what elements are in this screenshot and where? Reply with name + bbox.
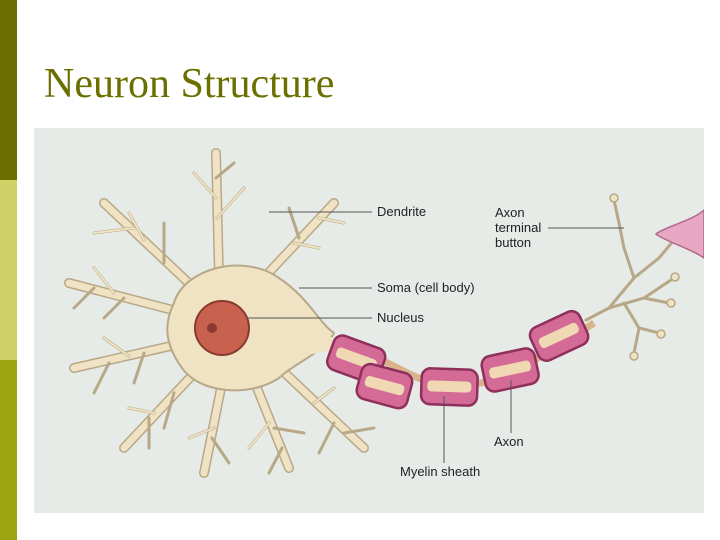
label-axon-terminal-line1: Axon — [495, 205, 525, 220]
label-axon-terminal-line3: button — [495, 235, 531, 250]
label-myelin-sheath: Myelin sheath — [400, 464, 480, 479]
neuron-diagram: Dendrite Soma (cell body) Nucleus Axon t… — [64, 148, 704, 479]
soma — [166, 264, 336, 392]
myelinated-axon — [325, 309, 596, 410]
axon-hillock — [302, 328, 334, 356]
label-axon-terminal-line2: terminal — [495, 220, 541, 235]
myelin-sheath-segments — [325, 309, 590, 410]
side-bar-middle — [0, 180, 17, 360]
label-axon: Axon — [494, 434, 524, 449]
neuron-figure: Dendrite Soma (cell body) Nucleus Axon t… — [34, 128, 704, 513]
label-soma: Soma (cell body) — [377, 280, 475, 295]
axon-terminals — [584, 198, 676, 355]
label-dendrite: Dendrite — [377, 204, 426, 219]
label-leader-lines — [246, 211, 624, 463]
postsynaptic-cell — [654, 208, 704, 259]
side-bar-bottom — [0, 360, 17, 540]
slide-title: Neuron Structure — [44, 61, 335, 107]
side-bar-top — [0, 0, 17, 180]
axon-terminal-buttons — [609, 193, 680, 361]
label-nucleus: Nucleus — [377, 310, 424, 325]
nucleus — [194, 300, 250, 356]
